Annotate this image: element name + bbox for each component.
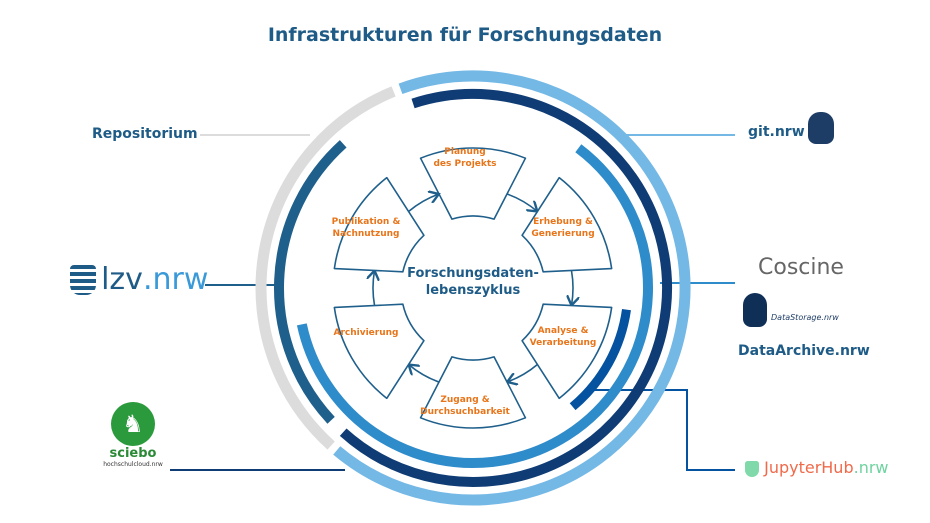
dataarchive-label: DataArchive.nrw <box>738 343 870 359</box>
cycle-arrow <box>507 363 538 382</box>
step-zugang: Zugang &Durchsuchbarkeit <box>420 395 510 417</box>
cycle-step-shape <box>419 356 527 429</box>
datastorage-label: DataStorage.nrw <box>771 313 839 322</box>
hamster-icon <box>743 293 767 327</box>
ring-coscine <box>296 144 653 468</box>
ring-jupyter <box>569 308 631 411</box>
sciebo-elephant-icon: ♞ <box>111 402 155 446</box>
cycle-step-shape <box>521 176 613 273</box>
beaver-icon <box>808 112 834 144</box>
cycle-step-shape <box>333 176 425 273</box>
cycle-arrow <box>571 270 573 306</box>
cycle-arrow <box>373 271 375 306</box>
jupyterhub-logo: JupyterHub.nrw <box>745 458 889 477</box>
step-archivierung: Archivierung <box>333 328 399 338</box>
sciebo-logo: ♞ sciebo hochschulcloud.nrw <box>100 402 166 468</box>
ring-sciebo <box>339 89 672 487</box>
git-nrw-label: git.nrw <box>748 124 805 140</box>
ring-lzv <box>274 140 347 424</box>
cycle-step-shape <box>521 303 613 400</box>
cycle-arrow <box>506 193 537 211</box>
center-label: Forschungsdaten- lebenszyklus <box>398 265 548 299</box>
cycle-arrow <box>408 194 439 213</box>
coscine-logo: Coscine <box>758 255 844 280</box>
page-title: Infrastrukturen für Forschungsdaten <box>267 24 663 46</box>
lzv-logo: lzv.nrw <box>70 262 208 297</box>
step-erhebung: Erhebung &Generierung <box>531 217 595 239</box>
ring-repositorium <box>255 86 396 450</box>
center-label-line: Forschungsdaten- <box>407 266 539 281</box>
cycle-arrow <box>409 365 440 383</box>
cycle-step-shape <box>333 303 425 400</box>
step-analyse: Analyse &Verarbeitung <box>529 326 597 348</box>
step-publikation: Publikation &Nachnutzung <box>331 217 401 239</box>
cycle-step-shape <box>419 147 527 220</box>
center-label-line: lebenszyklus <box>425 283 521 298</box>
lzv-icon <box>70 264 96 295</box>
repositorium-label: Repositorium <box>92 126 198 142</box>
ring-git <box>333 70 691 506</box>
flask-icon <box>745 460 759 477</box>
